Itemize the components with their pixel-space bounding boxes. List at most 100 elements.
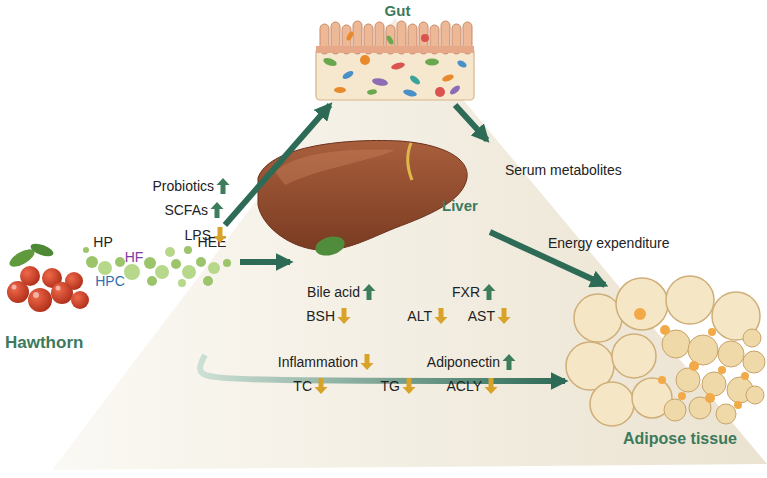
marker-label: Inflammation bbox=[278, 354, 358, 371]
marker-label: ALT bbox=[407, 308, 432, 325]
connector-label: Serum metabolites bbox=[505, 162, 622, 179]
bacterium bbox=[448, 84, 461, 96]
organ-node: Liver bbox=[290, 140, 490, 270]
connector-group bbox=[200, 105, 605, 381]
particle bbox=[223, 259, 231, 267]
organ-node: Adipose tissue bbox=[565, 285, 765, 450]
decrease-arrow bbox=[485, 378, 498, 394]
liver-shape bbox=[258, 140, 467, 250]
lipid-droplet bbox=[734, 401, 742, 409]
bacterium bbox=[345, 30, 354, 41]
marker-label: LPS bbox=[185, 227, 211, 244]
lipid-droplet bbox=[634, 308, 646, 320]
particle bbox=[144, 257, 156, 269]
fat-cell bbox=[676, 368, 700, 392]
organ-node: Gut bbox=[310, 0, 485, 105]
berry bbox=[28, 288, 52, 312]
particle bbox=[171, 259, 181, 269]
bacterium bbox=[322, 56, 338, 67]
marker-label: BSH bbox=[306, 308, 335, 325]
decrease-arrow bbox=[403, 378, 416, 394]
particle bbox=[165, 247, 175, 257]
marker-label: ACLY bbox=[446, 378, 482, 395]
increase-arrow bbox=[211, 202, 224, 218]
particle bbox=[196, 257, 206, 267]
marker-label: Adiponectin bbox=[427, 354, 500, 371]
bacterium bbox=[372, 77, 389, 87]
organ-label: Gut bbox=[310, 2, 485, 20]
bacterium bbox=[402, 88, 417, 97]
liver-illustration bbox=[258, 140, 467, 258]
bacterium bbox=[456, 59, 468, 69]
bacterium bbox=[425, 59, 439, 66]
marker-label: TC bbox=[293, 378, 312, 395]
berry-highlight bbox=[33, 292, 39, 298]
marker-label: Probiotics bbox=[153, 178, 214, 195]
marker-label: HP bbox=[93, 234, 112, 251]
fat-cell bbox=[746, 386, 764, 404]
marker-label: SCFAs bbox=[164, 202, 208, 219]
berry-highlight bbox=[56, 286, 61, 291]
particle bbox=[208, 262, 220, 274]
lipid-droplet bbox=[708, 328, 716, 336]
marker-label: FXR bbox=[452, 284, 480, 301]
particle bbox=[184, 246, 192, 254]
increase-arrow bbox=[483, 284, 496, 300]
flow-arrow bbox=[455, 105, 487, 140]
marker-label: Bile acid bbox=[307, 284, 360, 301]
marker-label: HPC bbox=[95, 273, 125, 290]
bacterium bbox=[421, 34, 429, 42]
fat-cell bbox=[612, 334, 656, 378]
lipid-droplet bbox=[718, 366, 726, 374]
flow-arrow bbox=[225, 105, 330, 225]
marker-label: TG bbox=[381, 378, 400, 395]
berry bbox=[71, 291, 89, 309]
berry-highlight bbox=[12, 285, 17, 290]
lipid-droplet bbox=[678, 392, 686, 400]
decrease-arrow bbox=[435, 308, 448, 324]
fat-cell bbox=[743, 351, 765, 373]
fat-cell bbox=[574, 294, 622, 342]
bacterium bbox=[367, 89, 378, 96]
gut-wall bbox=[316, 48, 474, 100]
decrease-arrow bbox=[338, 308, 351, 324]
background-triangle bbox=[52, 18, 767, 470]
fat-cell bbox=[716, 404, 736, 424]
bacterium bbox=[441, 73, 454, 83]
lipid-droplet bbox=[689, 361, 699, 371]
berry bbox=[7, 281, 29, 303]
decrease-arrow bbox=[498, 308, 511, 324]
marker-label: AST bbox=[468, 308, 495, 325]
gut-illustration bbox=[316, 21, 474, 100]
marker-label: HF bbox=[125, 249, 144, 266]
bacterium bbox=[341, 69, 354, 80]
fat-cell bbox=[688, 335, 718, 365]
fat-cell bbox=[718, 341, 744, 367]
bacterium bbox=[360, 55, 370, 65]
bacterium bbox=[390, 61, 405, 70]
flow-arrow bbox=[240, 259, 290, 265]
particle bbox=[124, 264, 140, 280]
epithelium-band bbox=[316, 46, 474, 53]
fat-cell bbox=[616, 278, 668, 330]
leaf bbox=[29, 241, 55, 259]
decrease-arrow bbox=[361, 354, 374, 370]
fat-cell bbox=[743, 329, 761, 347]
organ-label: Hawthorn bbox=[5, 333, 83, 353]
connector-label: Energy expenditure bbox=[548, 235, 669, 252]
particle bbox=[147, 276, 157, 286]
increase-arrow bbox=[503, 354, 516, 370]
organ-label: Adipose tissue bbox=[623, 429, 737, 448]
decrease-arrow bbox=[315, 378, 328, 394]
increase-arrow bbox=[363, 284, 376, 300]
increase-arrow bbox=[217, 178, 230, 194]
particle bbox=[86, 256, 98, 268]
bacterium bbox=[334, 87, 346, 93]
particle bbox=[83, 247, 89, 253]
berry bbox=[51, 282, 73, 304]
particle bbox=[203, 276, 213, 286]
lipid-droplet bbox=[741, 372, 749, 380]
liver-highlight bbox=[275, 150, 395, 185]
fat-cell bbox=[666, 276, 714, 324]
